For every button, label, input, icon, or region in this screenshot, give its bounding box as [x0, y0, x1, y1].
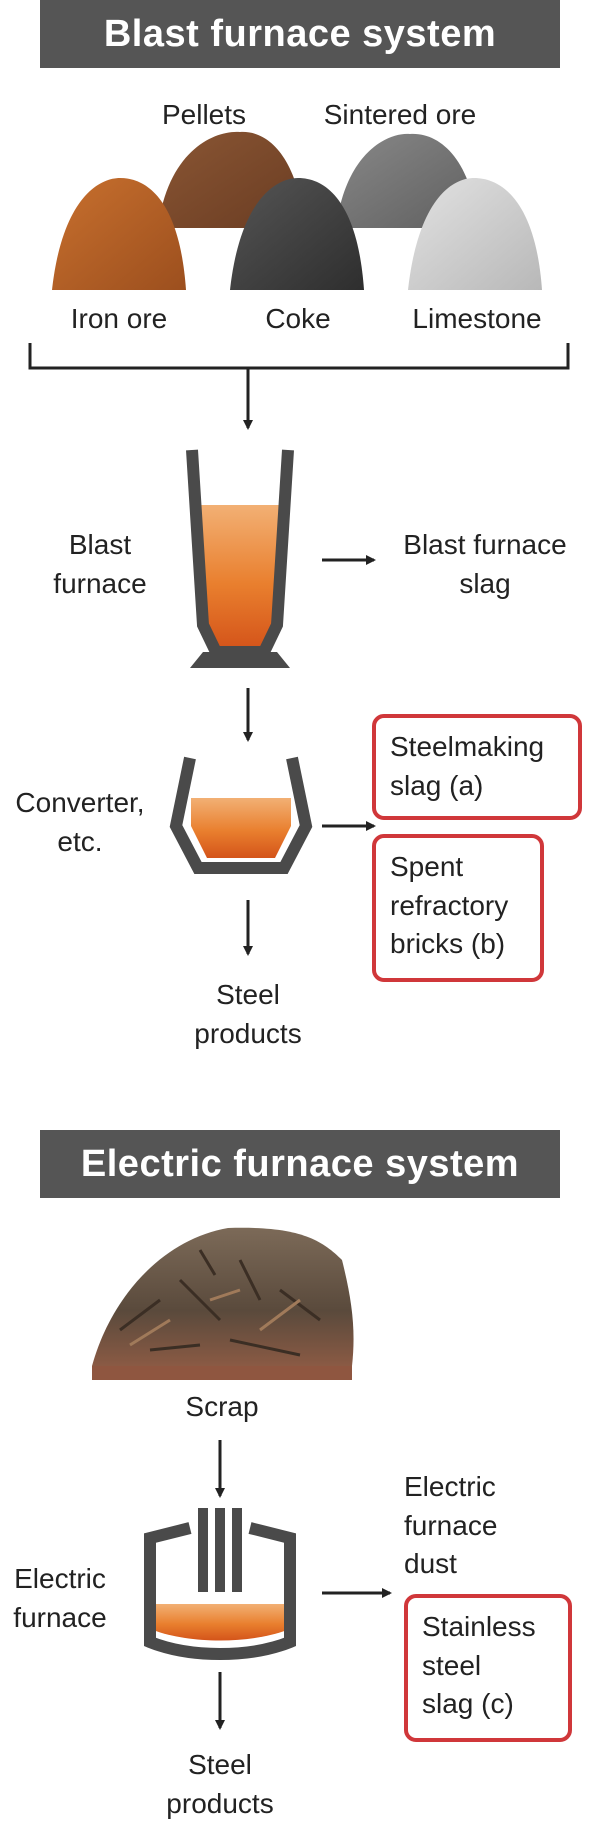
spent-refractory-bricks-box: Spent refractory bricks (b) — [372, 834, 544, 982]
label-sintered-ore: Sintered ore — [323, 99, 477, 130]
materials-bracket — [28, 343, 570, 370]
blast-furnace-icon — [186, 449, 294, 668]
stainless-steel-slag-box: Stainless steel slag (c) — [404, 1594, 572, 1742]
scrap-heap-image — [92, 1227, 354, 1380]
label-steel-products-electric: Steel products — [166, 1749, 274, 1819]
label-electric-furnace-dust: Electric furnace dust — [404, 1471, 498, 1580]
iron-ore-pile — [52, 178, 186, 290]
label-blast-furnace-slag: Blast furnace slag — [403, 529, 567, 599]
label-steel-products: Steel products — [194, 979, 302, 1049]
label-limestone: Limestone — [412, 303, 542, 334]
label-blast-furnace: Blast furnace — [53, 529, 147, 599]
label-pellets: Pellets — [161, 99, 247, 130]
label-iron-ore: Iron ore — [70, 303, 168, 334]
label-scrap: Scrap — [185, 1391, 259, 1422]
label-coke: Coke — [265, 303, 331, 334]
label-converter: Converter, etc. — [15, 787, 145, 857]
blast-furnace-title: Blast furnace system — [40, 0, 560, 68]
electric-furnace-title: Electric furnace system — [40, 1130, 560, 1198]
coke-pile — [230, 178, 364, 290]
electric-furnace-icon — [144, 1508, 296, 1660]
converter-icon — [169, 756, 313, 874]
steelmaking-slag-box: Steelmaking slag (a) — [372, 714, 582, 820]
limestone-pile — [408, 178, 542, 290]
label-electric-furnace: Electric furnace — [13, 1563, 107, 1633]
